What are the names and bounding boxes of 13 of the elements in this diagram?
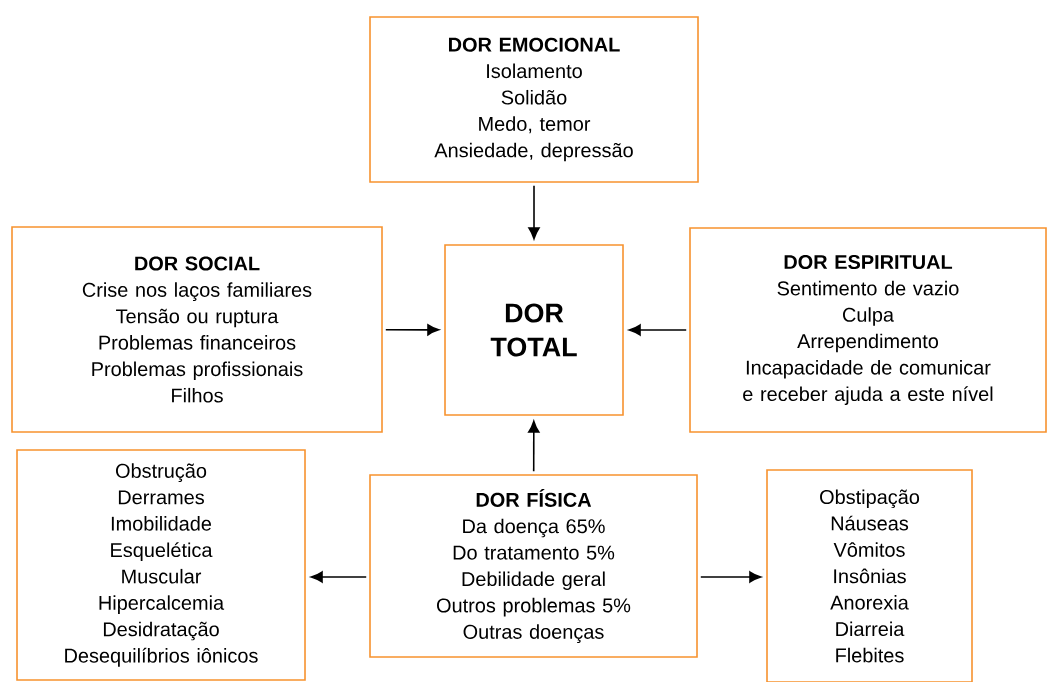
arrow (310, 571, 367, 583)
symptom-list-box: Obstipação Náuseas Vômitos Insônias Anorexia Diarreia Flebites (766, 469, 973, 682)
arrow (700, 571, 762, 583)
total-pain-box: DOR TOTAL (444, 244, 624, 416)
arrow (628, 324, 687, 336)
arrow (528, 420, 540, 472)
arrow (385, 324, 440, 336)
social-pain-box: DOR SOCIAL Crise nos laços familiares Tensão ou ruptura Problemas financeiros Problemas profissionais Filhos (11, 226, 383, 433)
physical-pain-box: DOR FÍSICA Da doença 65% Do tratamento 5% Debilidade geral Outros problemas 5% Outras doenças (369, 474, 698, 658)
spiritual-pain-box: DOR ESPIRITUAL Sentimento de vazio Culpa Arrependimento Incapacidade de comunicar e receber ajuda a este nível (689, 227, 1047, 433)
arrow (528, 185, 540, 240)
symptom-list-box: Obstrução Derrames Imobilidade Esquelética Muscular Hipercalcemia Desidratação Desequilíbrios iônicos (16, 449, 306, 681)
emotional-pain-box: DOR EMOCIONAL Isolamento Solidão Medo, temor Ansiedade, depressão (369, 16, 699, 183)
